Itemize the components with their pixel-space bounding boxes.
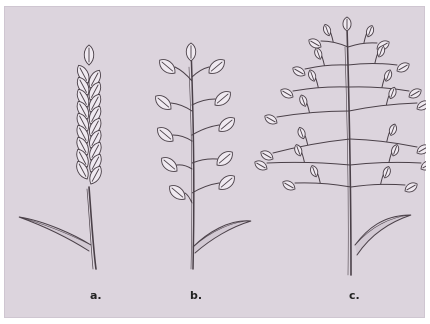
spikelet	[186, 43, 195, 61]
spikelet	[281, 178, 297, 192]
panicle-drawing	[253, 17, 426, 275]
spikelet	[365, 24, 375, 38]
spikelet	[279, 86, 295, 100]
label-a: a.	[90, 289, 102, 302]
panicle-branch	[348, 64, 397, 66]
spikelet	[343, 17, 351, 31]
spikelet	[382, 165, 392, 179]
spikelet	[403, 180, 419, 194]
spikelet	[407, 86, 423, 100]
pedicel	[192, 67, 209, 77]
spikelet	[84, 45, 93, 65]
panicle-branch	[277, 111, 349, 117]
spikelet	[309, 164, 319, 178]
spikelet	[322, 23, 332, 37]
raceme-leaf	[193, 221, 251, 253]
spike-drawing	[19, 45, 104, 269]
panicle-branch	[267, 162, 350, 165]
spikelet	[293, 143, 303, 157]
spikelet	[307, 69, 317, 83]
pedicel	[173, 135, 192, 141]
panicle-branch	[350, 162, 421, 165]
drawing-panel: a. b. c.	[4, 6, 425, 318]
spikelet	[291, 64, 307, 78]
label-b: b.	[190, 289, 202, 302]
panicle-branch	[293, 87, 349, 91]
raceme-drawing	[152, 43, 251, 269]
panicle-branch	[349, 103, 417, 111]
spikelet	[253, 158, 269, 172]
pedicel	[185, 193, 192, 203]
pedicel	[192, 183, 219, 193]
pedicel	[192, 159, 217, 163]
spikelet	[388, 123, 398, 137]
spikelet	[298, 94, 308, 108]
spikelet	[415, 142, 426, 156]
spikelet	[259, 148, 275, 162]
pedicel	[177, 165, 192, 169]
panicle-branch	[349, 87, 409, 91]
spikelet	[390, 143, 400, 157]
pedicel	[171, 103, 192, 111]
panicle-leaf	[355, 215, 411, 255]
panicle-branch	[351, 184, 405, 187]
pedicel	[192, 125, 219, 135]
spikelet	[383, 69, 393, 83]
spikelet	[263, 112, 279, 126]
pedicel	[192, 99, 215, 105]
panicle-branch	[305, 65, 348, 69]
spikelet	[419, 158, 426, 172]
panicle-branch	[348, 43, 377, 47]
spikelet	[307, 36, 323, 50]
panicle-branch	[350, 139, 417, 147]
label-c: c.	[349, 289, 360, 302]
panicle-branch	[273, 139, 350, 153]
spikelet	[395, 60, 411, 74]
panicle-branch	[295, 183, 351, 187]
spikelet	[296, 126, 306, 140]
spikelet	[415, 98, 426, 112]
inflorescence-drawing	[5, 7, 426, 319]
spikelet	[313, 47, 323, 61]
spike-leaf	[19, 217, 91, 251]
panicle-branch	[321, 41, 348, 47]
